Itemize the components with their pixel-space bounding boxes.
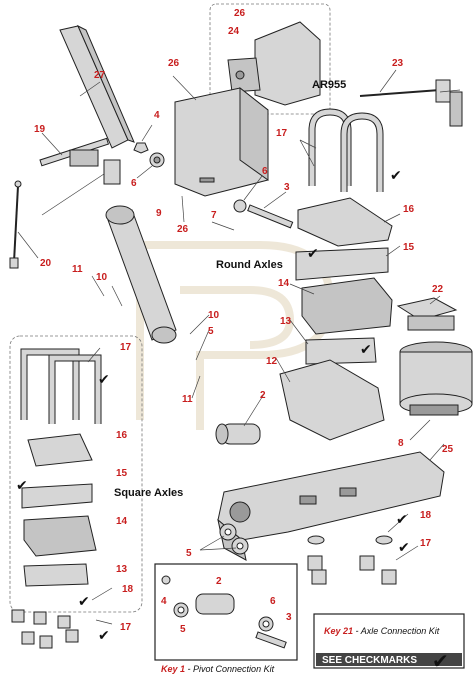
- part-number-5-key: 5: [180, 624, 186, 635]
- part-number-17-right: 17: [420, 538, 432, 549]
- nuts-left: [11, 609, 79, 649]
- key1-caption: Key 1 - Pivot Connection Kit: [161, 664, 275, 674]
- part-number-3-key: 3: [286, 612, 292, 623]
- part-number-15-top: 15: [403, 242, 415, 253]
- key1-text: - Pivot Connection Kit: [185, 664, 275, 674]
- shock-absorber-9: [105, 205, 177, 344]
- shock-mount-bracket-26: [174, 86, 269, 197]
- hardware-upper: [133, 142, 294, 229]
- part-number-16-sq: 16: [116, 430, 128, 441]
- part-number-17-sq: 17: [120, 342, 132, 353]
- leveling-valve-23: [359, 79, 463, 127]
- part-number-17-top: 17: [276, 128, 288, 139]
- key21-text: - Axle Connection Kit: [353, 626, 440, 636]
- square-axles-box: [9, 335, 143, 613]
- part-number-5-low: 5: [186, 548, 192, 559]
- part-number-13-top: 13: [280, 316, 292, 327]
- key1-pivot-connection-kit-box: [154, 563, 298, 661]
- part-number-17-left: 17: [120, 622, 132, 633]
- check-mark-6: ✔: [78, 594, 90, 610]
- part-number-20: 20: [40, 258, 52, 269]
- part-number-14-sq: 14: [116, 516, 128, 527]
- part-number-4-top: 4: [154, 110, 160, 121]
- key1-prefix: Key 1: [161, 664, 185, 674]
- check-mark-7: ✔: [98, 628, 110, 644]
- linkage-rod-20: [9, 180, 22, 269]
- washers-5: [219, 523, 249, 555]
- part-number-18-left: 18: [122, 584, 134, 595]
- pivot-bushing-2: [215, 423, 261, 445]
- spring-beam-27: [59, 24, 135, 149]
- part-number-24: 24: [228, 26, 240, 37]
- part-number-7: 7: [211, 210, 217, 221]
- part-number-16-top: 16: [403, 204, 415, 215]
- part-number-6-key-left: 6: [270, 596, 276, 607]
- part-number-26-mid: 26: [168, 58, 180, 69]
- check-mark-3: ✔: [360, 342, 372, 358]
- check-mark-8: ✔: [396, 512, 408, 528]
- part-number-3-top: 3: [284, 182, 290, 193]
- key21-prefix: Key 21: [324, 626, 353, 636]
- square-axles-label: Square Axles: [114, 487, 183, 499]
- part-number-13-sq: 13: [116, 564, 128, 575]
- check-mark-5: ✔: [16, 478, 28, 494]
- part-number-26-low: 26: [177, 224, 189, 235]
- part-number-11-low: 11: [182, 394, 193, 405]
- round-axles-label: Round Axles: [216, 259, 283, 271]
- check-mark-1: ✔: [390, 168, 402, 184]
- part-number-26-top: 26: [234, 8, 246, 19]
- part-number-25: 25: [442, 444, 454, 455]
- u-bolts-17-round: [308, 108, 384, 192]
- nuts-right: [307, 535, 397, 585]
- part-number-2-key: 2: [216, 576, 222, 587]
- inset-box: [209, 3, 331, 115]
- part-number-6-left: 6: [131, 178, 137, 189]
- part-number-4-key: 4: [161, 596, 167, 607]
- height-control-valve-19: [39, 137, 121, 216]
- part-number-2-mid: 2: [260, 390, 266, 401]
- check-mark-10: ✔: [432, 649, 449, 673]
- key21-axle-connection-kit-box: [313, 613, 465, 669]
- part-number-5-mid: 5: [208, 326, 214, 337]
- part-number-10-right: 10: [208, 310, 220, 321]
- part-number-27: 27: [94, 70, 106, 81]
- part-number-22: 22: [432, 284, 444, 295]
- part-number-14-top: 14: [278, 278, 290, 289]
- part-number-12: 12: [266, 356, 278, 367]
- model-label-ar955: AR955: [312, 79, 346, 91]
- air-spring-mount-22: [396, 297, 458, 331]
- check-mark-2: ✔: [307, 246, 319, 262]
- part-number-9: 9: [156, 208, 162, 219]
- part-number-19: 19: [34, 124, 46, 135]
- part-number-labels: 26 24 26 27 23 4 19 6 6 3 9 7 26 20 17 1…: [34, 8, 454, 635]
- air-spring-8: [399, 341, 473, 416]
- part-number-10-left: 10: [96, 272, 108, 283]
- part-number-11-top: 11: [72, 264, 83, 275]
- part-number-6-right: 6: [262, 166, 268, 177]
- trailing-beam-25: [217, 451, 445, 561]
- round-axle-stack: [279, 197, 393, 441]
- check-mark-9: ✔: [398, 540, 410, 556]
- key21-caption: Key 21 - Axle Connection Kit: [324, 626, 440, 636]
- see-checkmarks-label: SEE CHECKMARKS: [322, 655, 417, 666]
- checkmarks: ✔ ✔ ✔ ✔ ✔ ✔ ✔ ✔ ✔ ✔: [16, 168, 449, 673]
- part-number-15-sq: 15: [116, 468, 128, 479]
- part-number-8: 8: [398, 438, 404, 449]
- leader-lines: [17, 69, 445, 625]
- check-mark-4: ✔: [98, 372, 110, 388]
- part-number-18-right: 18: [420, 510, 432, 521]
- part-number-23: 23: [392, 58, 404, 69]
